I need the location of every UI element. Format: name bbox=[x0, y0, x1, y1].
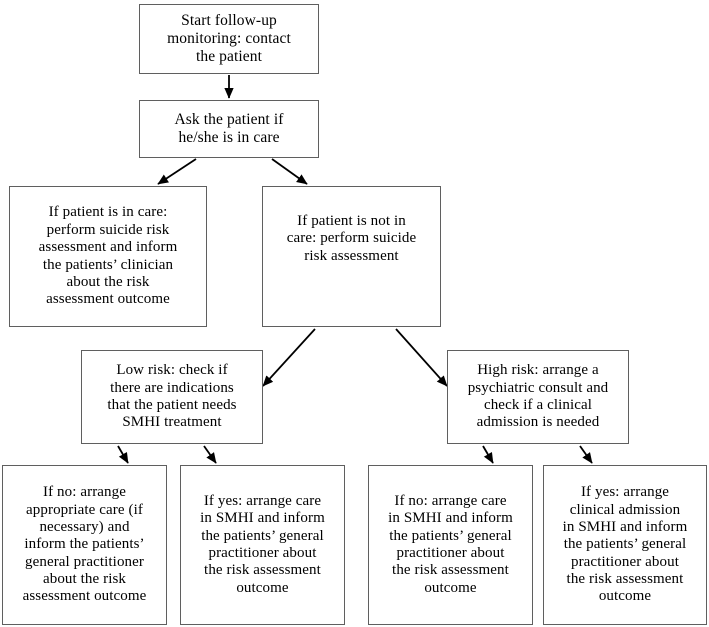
connector-high-risk-to-high-no bbox=[482, 445, 494, 464]
connector-ask-to-in-care bbox=[157, 158, 197, 185]
flow-node-ask: Ask the patient if he/she is in care bbox=[139, 100, 319, 158]
flow-node-label-low-no: If no: arrange appropriate care (if nece… bbox=[22, 484, 147, 605]
flow-node-label-high-risk: High risk: arrange a psychiatric consult… bbox=[467, 362, 609, 431]
flow-node-low-no: If no: arrange appropriate care (if nece… bbox=[2, 465, 167, 625]
connector-high-risk-to-high-yes bbox=[579, 445, 593, 464]
connector-not-in-care-to-high-risk bbox=[395, 328, 448, 387]
flow-node-start: Start follow-up monitoring: contact the … bbox=[139, 4, 319, 74]
flow-node-label-not-in-care: If patient is not in care: perform suici… bbox=[286, 213, 417, 264]
flow-node-high-risk: High risk: arrange a psychiatric consult… bbox=[447, 350, 629, 444]
flow-node-label-ask: Ask the patient if he/she is in care bbox=[174, 111, 284, 146]
flow-node-label-low-yes: If yes: arrange care in SMHI and inform … bbox=[200, 492, 325, 596]
connector-not-in-care-to-low-risk bbox=[262, 328, 316, 387]
flow-node-low-risk: Low risk: check if there are indications… bbox=[81, 350, 263, 444]
flow-node-label-low-risk: Low risk: check if there are indications… bbox=[107, 362, 237, 431]
flow-node-not-in-care: If patient is not in care: perform suici… bbox=[262, 186, 441, 327]
flow-node-high-yes: If yes: arrange clinical admission in SM… bbox=[543, 465, 707, 625]
connector-low-risk-to-low-yes bbox=[203, 445, 217, 464]
flow-node-high-no: If no: arrange care in SMHI and inform t… bbox=[368, 465, 533, 625]
flow-node-in-care: If patient is in care: perform suicide r… bbox=[9, 186, 207, 327]
flow-node-label-high-yes: If yes: arrange clinical admission in SM… bbox=[562, 484, 688, 605]
flow-node-label-start: Start follow-up monitoring: contact the … bbox=[167, 12, 291, 65]
flow-node-low-yes: If yes: arrange care in SMHI and inform … bbox=[180, 465, 345, 625]
flow-node-label-in-care: If patient is in care: perform suicide r… bbox=[38, 204, 178, 308]
connector-ask-to-not-in-care bbox=[271, 158, 308, 185]
flow-node-label-high-no: If no: arrange care in SMHI and inform t… bbox=[388, 492, 513, 596]
connector-low-risk-to-low-no bbox=[117, 445, 129, 464]
